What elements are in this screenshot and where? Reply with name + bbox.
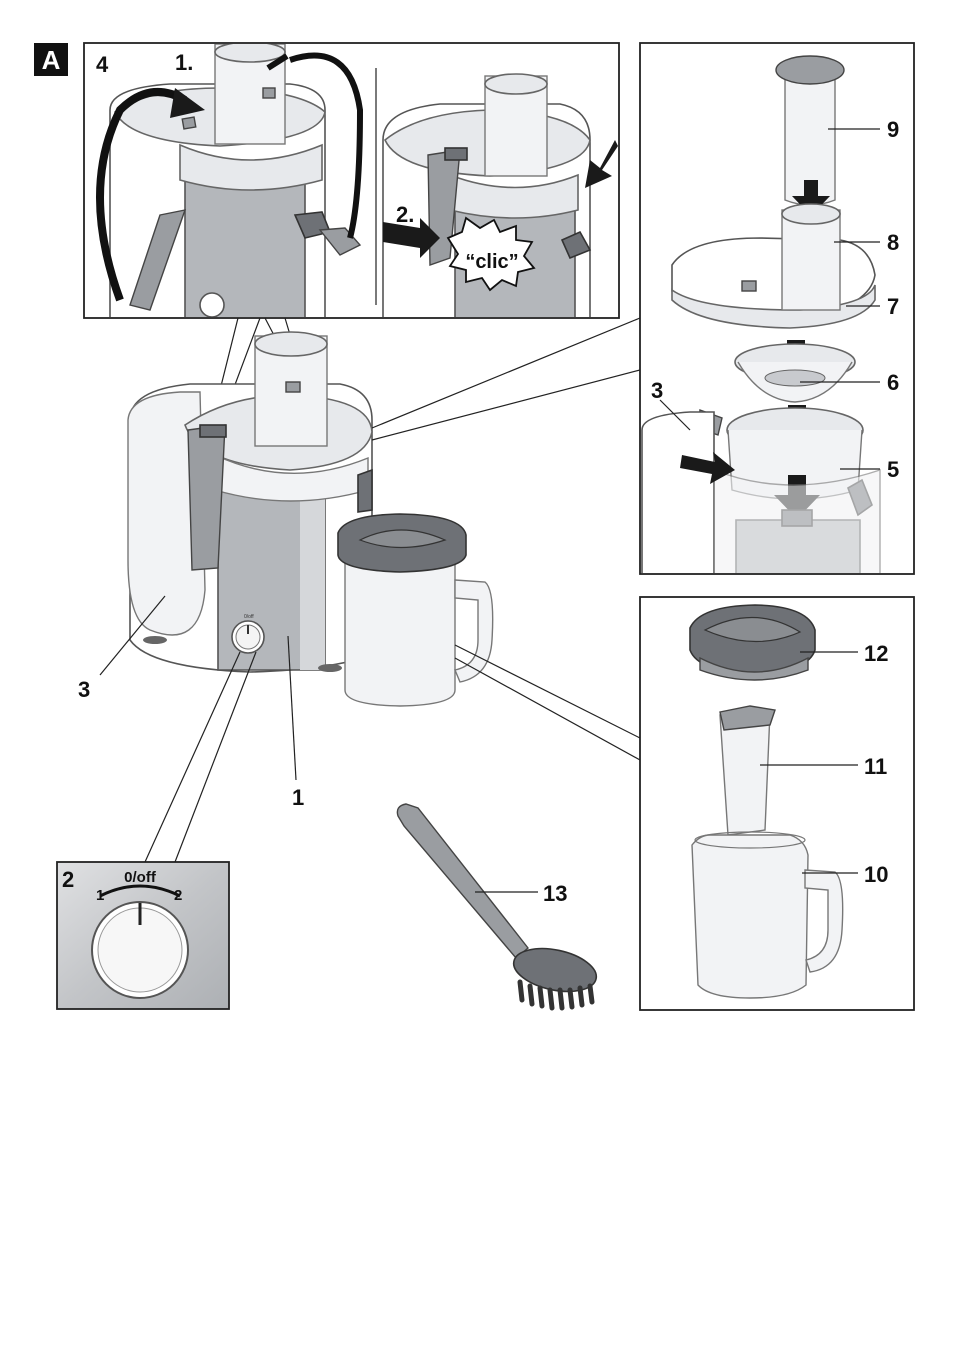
exploded-callout-lines xyxy=(371,317,641,761)
part-number-3: 3 xyxy=(78,677,90,702)
part-number-12: 12 xyxy=(864,641,888,666)
pulp-container xyxy=(127,391,206,636)
jug-lid xyxy=(689,604,816,681)
step-4-label: 4 xyxy=(96,52,109,77)
food-pusher xyxy=(775,55,845,206)
switch-off-label: 0/off xyxy=(124,869,157,886)
juicer-clamp-open-illustration xyxy=(96,44,364,317)
juice-jug xyxy=(691,831,844,999)
lid-with-feed-tube xyxy=(671,203,876,329)
froth-separator xyxy=(719,705,776,836)
svg-text:0/off: 0/off xyxy=(244,614,254,620)
motor-base xyxy=(641,411,881,573)
part-number-8: 8 xyxy=(887,230,899,255)
lid-assembly-inset: 4 1. 2. “clic” xyxy=(83,42,620,319)
switch-callout-lines xyxy=(144,651,257,863)
switch-speed-2-label: 2 xyxy=(174,887,182,904)
micro-filter xyxy=(734,343,856,403)
part-number-10: 10 xyxy=(864,862,888,887)
cleaning-brush xyxy=(396,803,598,1011)
switch-speed-1-label: 1 xyxy=(96,887,104,904)
jug-parts-panel xyxy=(639,596,915,1011)
clic-label: “clic” xyxy=(465,251,518,273)
main-juice-jug xyxy=(337,513,494,707)
juicer-clamp-closed-illustration xyxy=(382,73,618,317)
part-number-1: 1 xyxy=(292,785,304,810)
step-1-label: 1. xyxy=(175,50,193,75)
step-2-label: 2. xyxy=(396,202,414,227)
part-number-6: 6 xyxy=(887,370,899,395)
exploded-view-panel xyxy=(639,42,915,575)
part-number-11: 11 xyxy=(864,754,887,779)
part-number-7: 7 xyxy=(887,294,899,319)
figure-label-badge: A xyxy=(34,43,68,76)
part-number-9: 9 xyxy=(887,117,899,142)
locking-clamp xyxy=(187,424,226,571)
main-juicer-illustration: 0/off xyxy=(127,331,373,673)
figure-label: A xyxy=(42,45,61,75)
speed-switch-panel xyxy=(56,861,230,1010)
part-number-3-exploded: 3 xyxy=(651,378,663,403)
part-number-13: 13 xyxy=(543,881,567,906)
clic-burst-icon xyxy=(446,216,536,292)
part-number-2: 2 xyxy=(62,867,74,892)
part-number-5: 5 xyxy=(887,457,899,482)
